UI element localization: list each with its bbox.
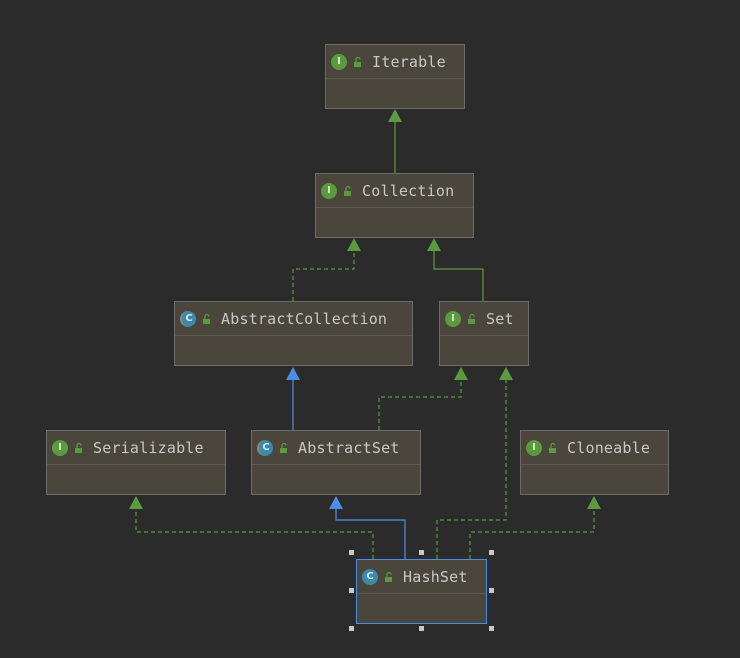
- unlocked-padlock-icon: [354, 56, 361, 67]
- interface-icon: I: [445, 310, 461, 327]
- node-header: I Serializable: [47, 431, 225, 465]
- node-iterable[interactable]: I Iterable: [325, 44, 465, 109]
- node-serializable[interactable]: I Serializable: [46, 430, 226, 495]
- node-header: I Cloneable: [521, 431, 668, 465]
- edge-arrowhead: [499, 367, 513, 380]
- edge-arrowhead: [427, 238, 441, 251]
- node-header: C AbstractCollection: [175, 302, 412, 336]
- edge-hashset-serializable: [135, 508, 374, 559]
- node-title: HashSet: [403, 567, 468, 586]
- node-header: C AbstractSet: [252, 431, 420, 465]
- abstract-class-icon: C: [257, 439, 273, 456]
- unlocked-padlock-icon: [75, 442, 82, 453]
- unlocked-padlock-icon: [549, 442, 556, 453]
- resize-handle-bottom-left[interactable]: [349, 626, 354, 631]
- edge-arrowhead: [587, 496, 601, 509]
- node-title: Serializable: [93, 438, 204, 457]
- node-header: I Set: [440, 302, 528, 336]
- resize-handle-bottom[interactable]: [419, 626, 424, 631]
- edge-abstract-collection-collection: [292, 250, 355, 301]
- node-set[interactable]: I Set: [439, 301, 529, 366]
- resize-handle-top-right[interactable]: [489, 550, 494, 555]
- node-hashset[interactable]: C HashSet: [356, 559, 487, 624]
- node-abstract-set[interactable]: C AbstractSet: [251, 430, 421, 495]
- resize-handle-top[interactable]: [419, 550, 424, 555]
- edge-set-collection: [433, 250, 484, 301]
- node-title: AbstractSet: [298, 438, 400, 457]
- edge-arrowhead: [388, 109, 402, 122]
- resize-handle-bottom-right[interactable]: [489, 626, 494, 631]
- node-title: Cloneable: [567, 438, 651, 457]
- node-collection[interactable]: I Collection: [315, 173, 474, 238]
- class-icon: C: [362, 568, 378, 585]
- edges-layer: [129, 109, 601, 559]
- node-header: C HashSet: [357, 560, 486, 594]
- edge-arrowhead: [329, 496, 343, 509]
- node-title: Collection: [362, 181, 455, 200]
- unlocked-padlock-icon: [385, 571, 392, 582]
- node-title: Iterable: [372, 52, 446, 71]
- resize-handle-left[interactable]: [349, 588, 354, 593]
- resize-handle-right[interactable]: [489, 588, 494, 593]
- edge-arrowhead: [347, 238, 361, 251]
- edge-arrowhead: [286, 367, 300, 380]
- edge-hashset-set: [436, 379, 507, 559]
- edge-hashset-abstract-set: [335, 508, 406, 559]
- unlocked-padlock-icon: [344, 185, 351, 196]
- node-title: Set: [486, 309, 514, 328]
- resize-handle-top-left[interactable]: [349, 550, 354, 555]
- edge-arrowhead: [454, 367, 468, 380]
- unlocked-padlock-icon: [468, 313, 475, 324]
- unlocked-padlock-icon: [280, 442, 287, 453]
- edge-arrowhead: [129, 496, 143, 509]
- node-cloneable[interactable]: I Cloneable: [520, 430, 669, 495]
- node-abstract-collection[interactable]: C AbstractCollection: [174, 301, 413, 366]
- interface-icon: I: [52, 439, 68, 456]
- edge-abstract-set-set: [378, 379, 462, 430]
- interface-icon: I: [321, 182, 337, 199]
- interface-icon: I: [526, 439, 542, 456]
- abstract-class-icon: C: [180, 310, 196, 327]
- unlocked-padlock-icon: [203, 313, 210, 324]
- node-header: I Iterable: [326, 45, 464, 79]
- edge-hashset-cloneable: [469, 508, 595, 559]
- node-title: AbstractCollection: [221, 309, 388, 328]
- interface-icon: I: [331, 53, 347, 70]
- node-header: I Collection: [316, 174, 473, 208]
